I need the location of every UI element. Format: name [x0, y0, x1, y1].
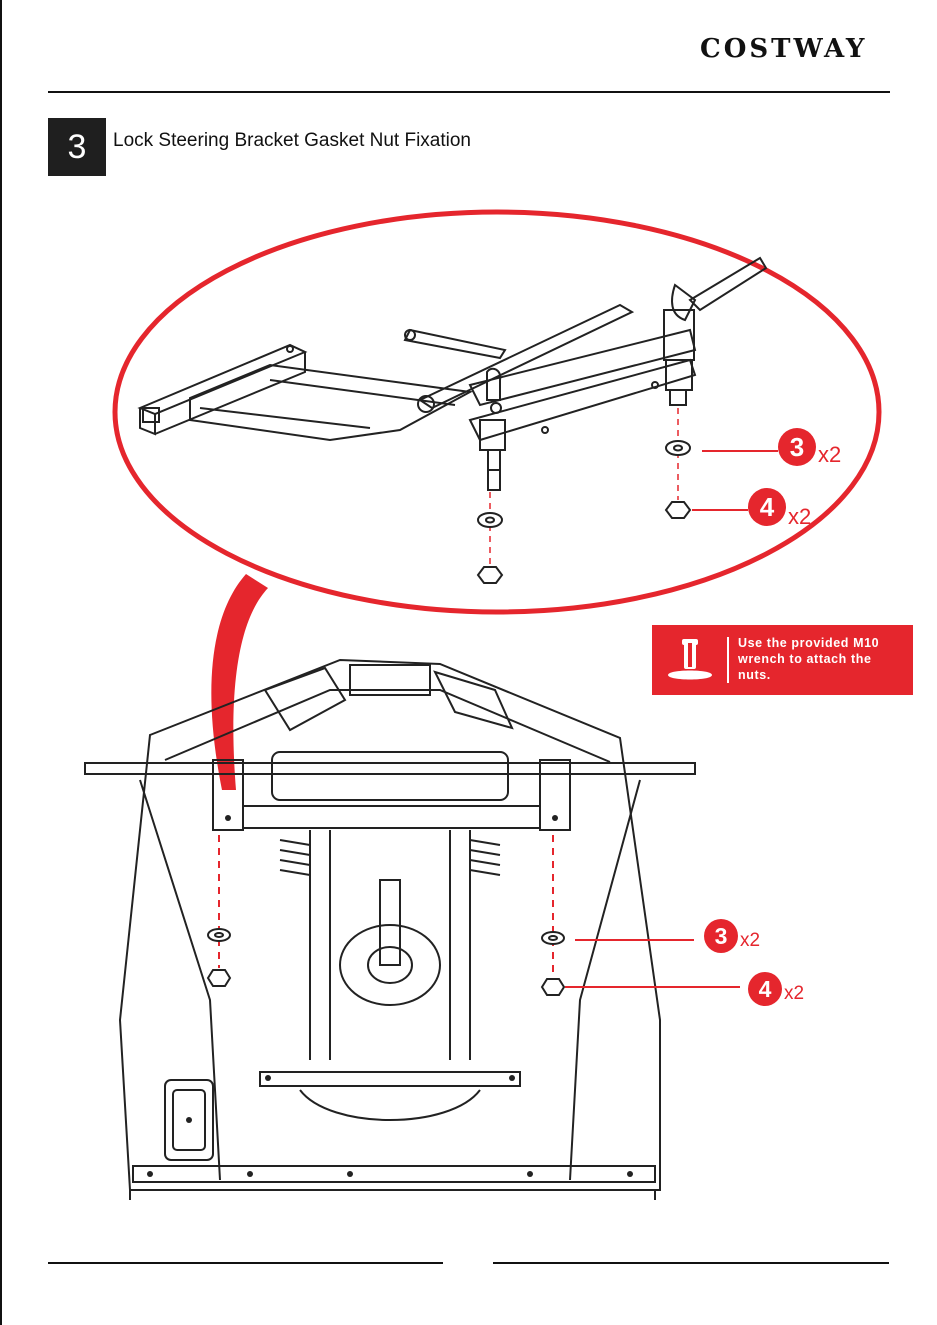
part-number-badge: 3: [704, 919, 738, 953]
footer-divider-left: [48, 1262, 443, 1264]
washer-icon: [674, 446, 682, 451]
frame-bolts: [147, 815, 633, 1177]
nut-icon: [666, 502, 690, 518]
nut-icon: [478, 567, 502, 583]
part-quantity: x2: [788, 504, 811, 530]
vehicle-frame: [85, 660, 695, 1200]
nut-icon: [542, 979, 564, 995]
washer-icon: [486, 518, 494, 523]
part-number-badge: 4: [748, 488, 786, 526]
part-number-badge: 4: [748, 972, 782, 1006]
main-guide-lines: [219, 835, 553, 978]
nut-icon: [208, 970, 230, 986]
part-quantity: x2: [784, 983, 804, 1005]
footer-divider-right: [493, 1262, 889, 1264]
tip-divider: [727, 637, 729, 683]
part-quantity: x2: [818, 442, 841, 468]
tool-tip-box: Use the provided M10 wrench to attach th…: [652, 625, 913, 695]
zoom-callout-tail: [211, 574, 268, 790]
part-number-badge: 3: [778, 428, 816, 466]
washer-icon: [215, 933, 223, 937]
wrench-icon: [660, 631, 720, 689]
washer-icon: [549, 936, 557, 940]
part-quantity: x2: [740, 930, 760, 952]
tip-text: Use the provided M10 wrench to attach th…: [738, 635, 908, 683]
